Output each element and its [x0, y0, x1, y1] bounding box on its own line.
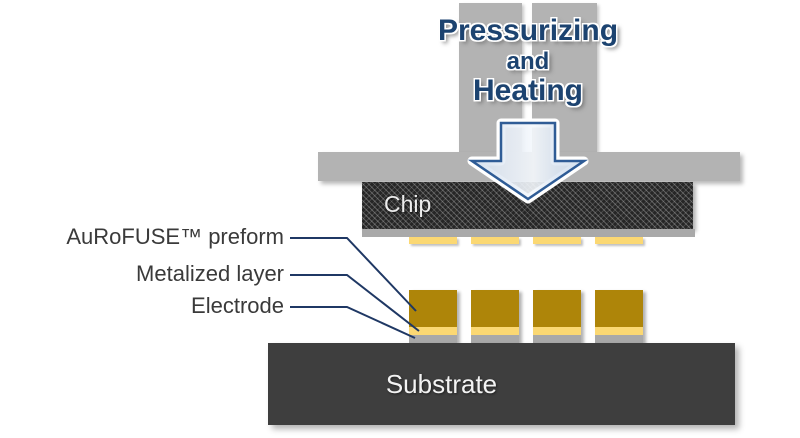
- aurofuse-preform: [471, 290, 519, 327]
- preform-stack: [409, 290, 457, 343]
- callout-label-electrode: Electrode: [191, 293, 284, 318]
- substrate: Substrate: [268, 343, 735, 425]
- preform-stack: [533, 290, 581, 343]
- preform-stack: [471, 290, 519, 343]
- aurofuse-preform: [595, 290, 643, 327]
- title-line-heating: Heating: [472, 74, 583, 107]
- callout-label-preform: AuRoFUSE™ preform: [66, 224, 284, 249]
- chip-label: Chip: [384, 191, 432, 217]
- chip-metalized-bump: [409, 237, 457, 244]
- metalized-layer: [533, 327, 581, 335]
- metalized-layer: [595, 327, 643, 335]
- press-head: [318, 152, 740, 181]
- chip-metalized-bump: [595, 237, 643, 244]
- chip-metalized-bump: [471, 237, 519, 244]
- metalized-layer: [409, 327, 457, 335]
- electrode: [409, 335, 457, 343]
- title-line-and: and: [506, 48, 550, 75]
- chip-metalized-bump: [533, 237, 581, 244]
- callout-line-electrode: [290, 306, 416, 339]
- metalized-layer: [471, 327, 519, 335]
- title-line-pressurizing: Pressurizing: [437, 14, 619, 47]
- process-title: Pressurizing and Heating: [378, 13, 678, 108]
- chip-electrode-layer: [362, 229, 695, 237]
- aurofuse-preform: [409, 290, 457, 327]
- electrode: [533, 335, 581, 343]
- aurofuse-preform: [533, 290, 581, 327]
- electrode: [595, 335, 643, 343]
- electrode: [471, 335, 519, 343]
- callout-label-metalized: Metalized layer: [136, 261, 284, 286]
- chip: Chip: [362, 182, 693, 229]
- callout-line-preform: [290, 237, 417, 312]
- callout-line-metalized: [290, 274, 420, 332]
- preform-stack: [595, 290, 643, 343]
- substrate-label: Substrate: [385, 368, 498, 399]
